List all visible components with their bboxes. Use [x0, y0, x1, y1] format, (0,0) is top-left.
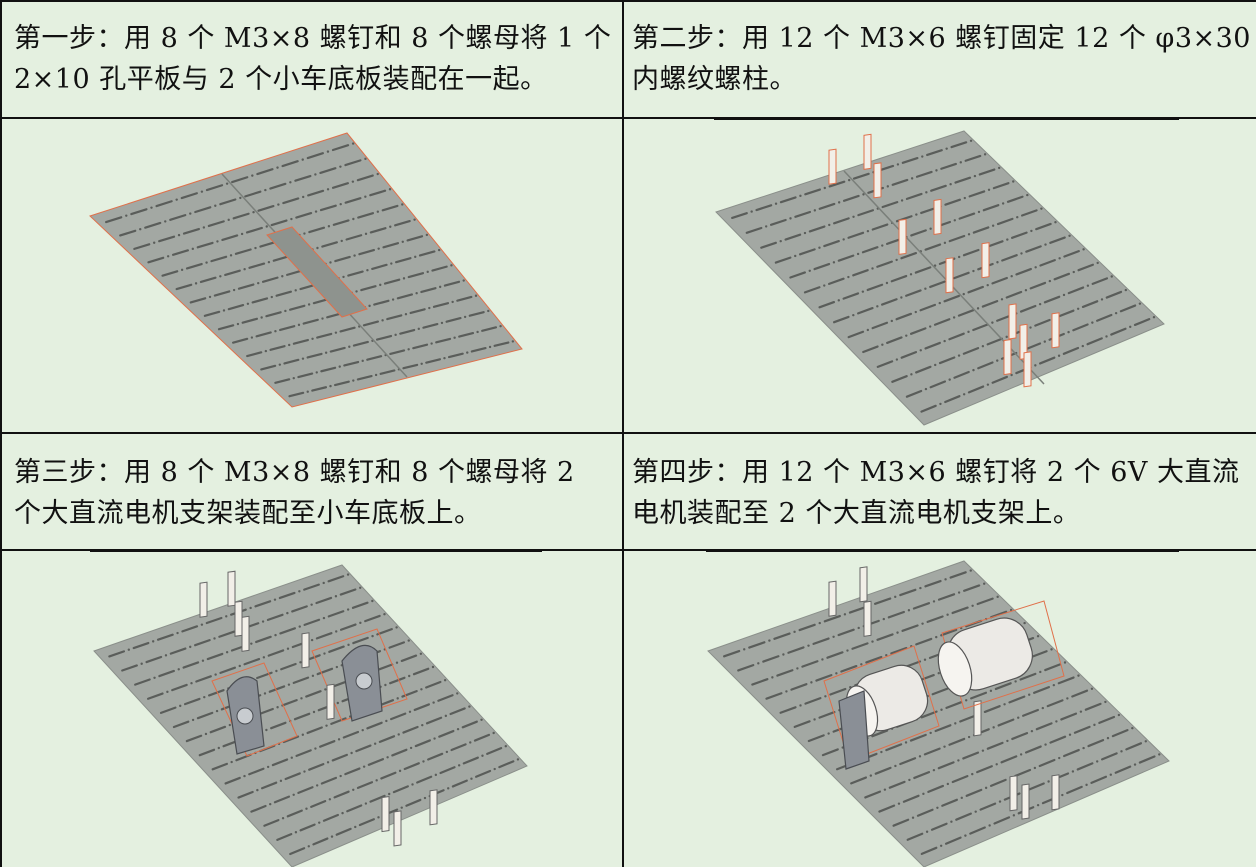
step4-plate: [707, 560, 1170, 867]
step1-caption-line1: 第一步：用 8 个 M3×8 螺钉和 8 个螺母将 1 个: [14, 23, 612, 54]
step4-caption-line2: 电机装配至 2 个大直流电机支架上。: [632, 498, 1081, 529]
table-border-left: [0, 0, 2, 867]
step1-connector-plate: [266, 226, 368, 318]
step4-motor-left: [823, 645, 940, 770]
step3-figure: [2, 551, 622, 867]
step2-caption-line2: 内螺纹螺柱。: [632, 64, 797, 95]
step3-caption-line2: 个大直流电机支架装配至小车底板上。: [14, 498, 482, 529]
step1-caption-line2: 2×10 孔平板与 2 个小车底板装配在一起。: [14, 64, 548, 95]
table-divider-column: [622, 0, 624, 867]
step1-figure: [2, 119, 622, 432]
step3-caption-line1: 第三步：用 8 个 M3×8 螺钉和 8 个螺母将 2: [14, 457, 575, 488]
step2-caption-line1: 第二步：用 12 个 M3×6 螺钉固定 12 个 φ3×30: [632, 23, 1251, 54]
step3-motor-bracket-right: [311, 628, 408, 722]
step3-plate: [93, 564, 528, 867]
table-divider-caption1: [0, 117, 1256, 119]
table-divider-caption2: [0, 549, 1256, 551]
step1-caption: 第一步：用 8 个 M3×8 螺钉和 8 个螺母将 1 个 2×10 孔平板与 …: [14, 18, 611, 100]
step3-motor-bracket-left: [211, 662, 298, 757]
step3-caption: 第三步：用 8 个 M3×8 螺钉和 8 个螺母将 2 个大直流电机支架装配至小…: [14, 452, 575, 534]
table-border-top: [0, 0, 1256, 2]
step3-standoffs: [199, 570, 438, 847]
step4-caption-line1: 第四步：用 12 个 M3×6 螺钉将 2 个 6V 大直流: [632, 457, 1240, 488]
step2-caption: 第二步：用 12 个 M3×6 螺钉固定 12 个 φ3×30 内螺纹螺柱。: [632, 18, 1251, 100]
step4-motor-right: [937, 600, 1065, 710]
table-divider-row: [0, 432, 1256, 434]
step4-figure: [624, 551, 1256, 867]
step4-standoffs: [828, 566, 1060, 820]
step2-standoffs: [828, 133, 1060, 388]
step2-figure: [624, 119, 1256, 432]
step4-caption: 第四步：用 12 个 M3×6 螺钉将 2 个 6V 大直流 电机装配至 2 个…: [632, 452, 1240, 534]
step2-plate: [715, 130, 1165, 426]
